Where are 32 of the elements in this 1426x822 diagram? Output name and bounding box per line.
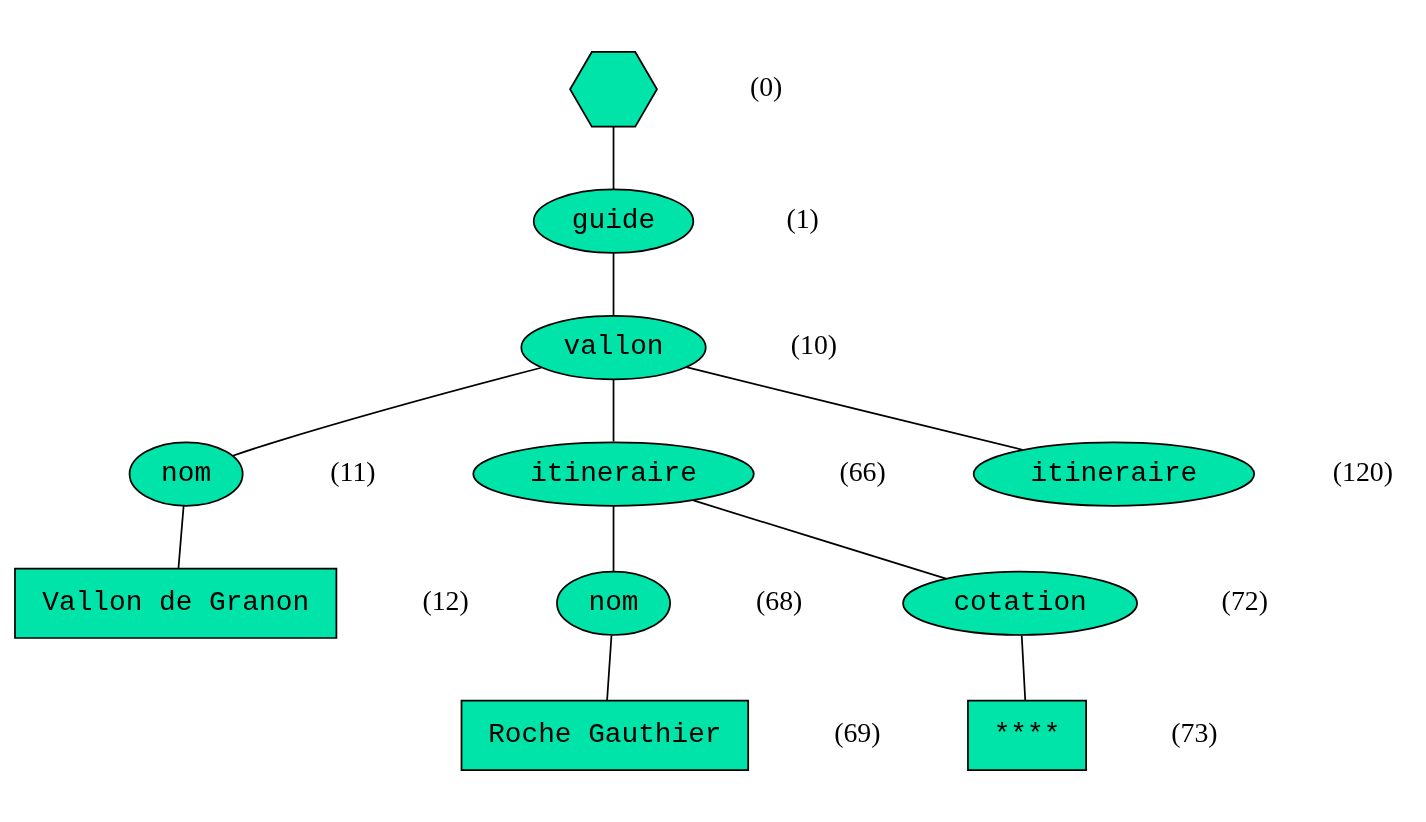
node-box: Vallon de Granon [14, 567, 338, 639]
node-ellipse: vallon [520, 315, 707, 381]
node-label: (69) [834, 716, 881, 748]
node-label: (73) [1171, 716, 1218, 748]
node-label: (1) [786, 202, 819, 234]
node-ellipse: nom [128, 441, 244, 507]
connector [606, 634, 613, 701]
connector [1020, 634, 1027, 701]
node-ellipse: itineraire [472, 441, 755, 507]
node-ellipse: guide [532, 188, 695, 254]
connector [612, 378, 615, 443]
node-label: (0) [749, 70, 783, 102]
node-label: (72) [1221, 584, 1268, 616]
node-box: **** [967, 699, 1087, 771]
node-ellipse: nom [556, 570, 671, 636]
connector [612, 125, 615, 190]
connector [612, 505, 615, 572]
node-label: (120) [1332, 455, 1394, 487]
node-label: (10) [790, 329, 838, 361]
connector [692, 499, 947, 580]
node-label: (66) [839, 455, 886, 487]
connector [685, 366, 1024, 451]
node-ellipse: cotation [902, 570, 1138, 636]
node-label: (12) [422, 584, 469, 616]
node-ellipse: itineraire [972, 441, 1256, 507]
connector [232, 366, 542, 457]
node-label: (68) [756, 584, 803, 616]
node-label: (11) [330, 455, 376, 487]
connector [177, 505, 185, 570]
connector [612, 252, 615, 316]
node-box: Roche Gauthier [460, 699, 750, 771]
node-hexagon [569, 51, 658, 128]
